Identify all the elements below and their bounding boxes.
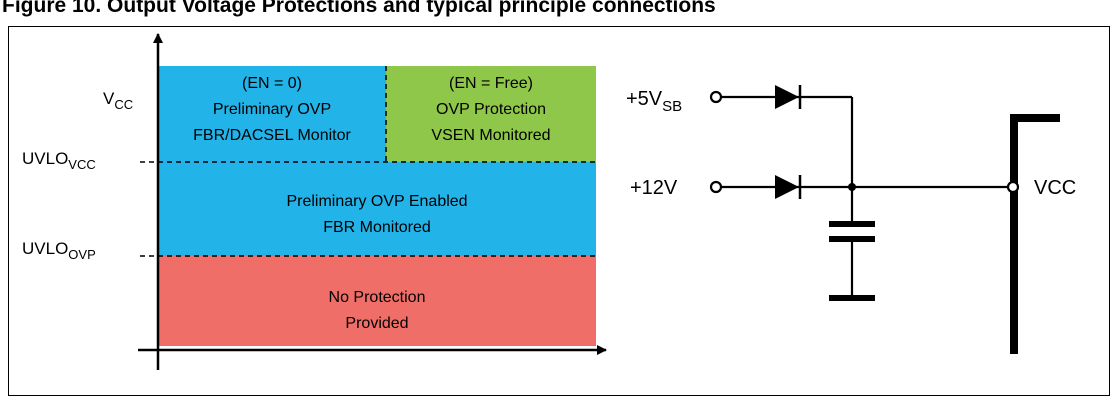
- region-bottom-text: No Protection Provided: [329, 289, 426, 332]
- region-top-left-text: (EN = 0) Preliminary OVP FBR/DACSEL Moni…: [193, 75, 351, 144]
- vcc-level-label: VCC: [103, 89, 133, 112]
- svg-text:(EN = Free): (EN = Free): [449, 75, 533, 92]
- svg-text:Preliminary OVP Enabled: Preliminary OVP Enabled: [286, 193, 467, 210]
- svg-text:FBR/DACSEL Monitor: FBR/DACSEL Monitor: [193, 127, 351, 144]
- diagram-canvas: VCC UVLOVCC UVLOOVP (EN = 0) Preliminary…: [22, 33, 1076, 370]
- svg-text:Provided: Provided: [345, 315, 408, 332]
- uvlo-ovp-label: UVLOOVP: [22, 239, 96, 262]
- capacitor: [829, 221, 875, 242]
- ground-symbol: [829, 295, 875, 301]
- svg-text:Preliminary OVP: Preliminary OVP: [213, 101, 331, 118]
- diode-5vsb: [775, 85, 802, 109]
- svg-text:OVP Protection: OVP Protection: [436, 101, 546, 118]
- region-middle: [158, 162, 596, 256]
- vcc-output-label: VCC: [1034, 177, 1076, 199]
- svg-text:(EN = 0): (EN = 0): [242, 75, 302, 92]
- region-top-left: [158, 66, 386, 162]
- vcc-terminal: [1006, 180, 1020, 194]
- uvlo-vcc-label: UVLOVCC: [22, 149, 96, 172]
- svg-text:FBR Monitored: FBR Monitored: [323, 219, 431, 236]
- svg-text:No Protection: No Protection: [329, 289, 426, 306]
- input-5vsb-terminal: [709, 90, 723, 104]
- vcc-bus: [1010, 114, 1060, 354]
- input-5vsb-label: +5VSB: [626, 88, 682, 115]
- region-middle-text: Preliminary OVP Enabled FBR Monitored: [286, 193, 467, 236]
- region-bottom: [158, 256, 596, 346]
- diode-12v: [775, 175, 802, 199]
- input-12v-label: +12V: [630, 177, 678, 199]
- figure-caption: Figure 10. Output Voltage Protections an…: [2, 0, 716, 17]
- region-top-right: [386, 66, 596, 162]
- junction-node: [848, 183, 856, 191]
- input-12v-terminal: [709, 180, 723, 194]
- svg-text:VSEN Monitored: VSEN Monitored: [431, 127, 550, 144]
- region-top-right-text: (EN = Free) OVP Protection VSEN Monitore…: [431, 75, 550, 144]
